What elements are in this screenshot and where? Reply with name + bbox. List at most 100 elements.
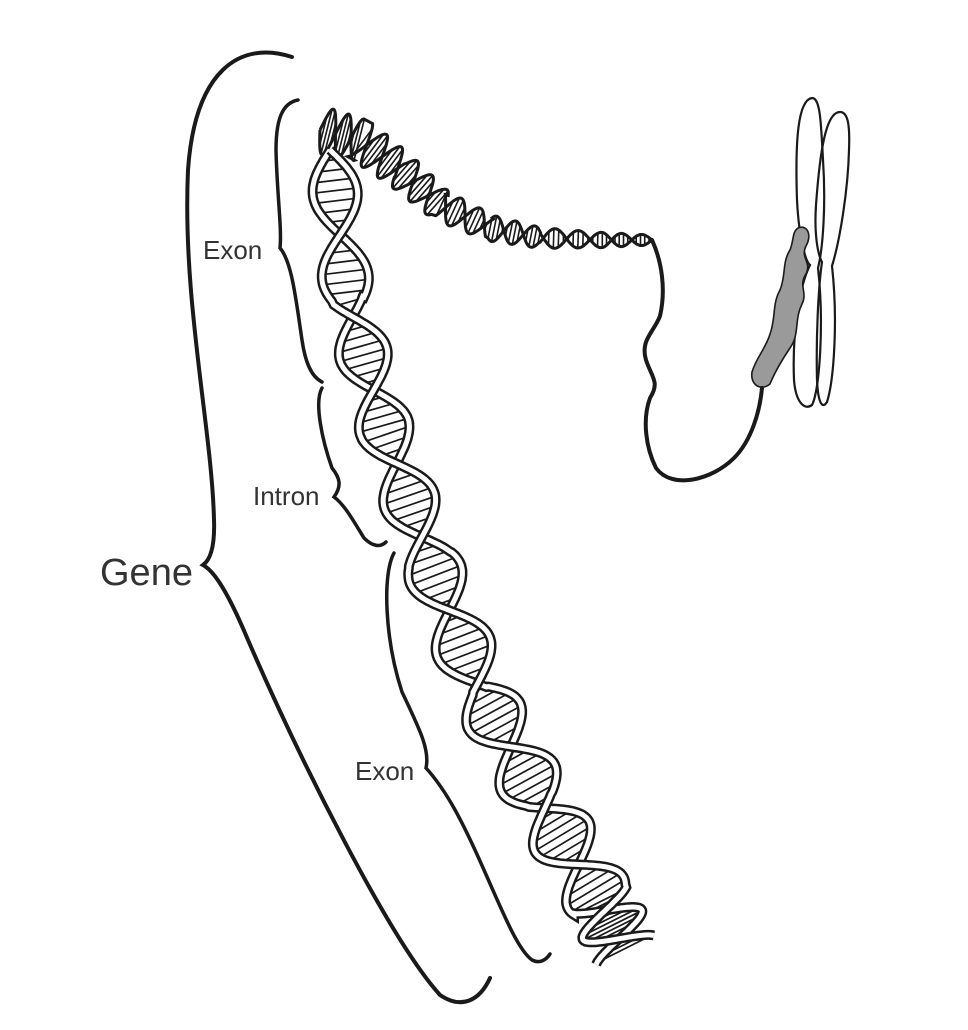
base-pair-rung-upper xyxy=(334,118,345,152)
base-pair-rung xyxy=(498,757,551,787)
base-pair-rung-upper xyxy=(323,111,336,154)
base-pair-rung-upper xyxy=(376,146,401,177)
base-pair-rung-upper xyxy=(450,199,465,227)
base-pair-rung-upper xyxy=(528,225,534,247)
base-pair-rung-upper xyxy=(410,178,419,188)
base-pair-rung-upper xyxy=(424,191,431,198)
base-pair-rung-upper xyxy=(478,219,485,230)
base-pair-rung xyxy=(566,872,622,907)
base-pair-rung-upper xyxy=(487,217,493,239)
base-pair-rung-upper xyxy=(464,215,467,219)
base-pair-rung-upper xyxy=(444,201,454,218)
base-pair-rung-upper xyxy=(381,155,384,158)
base-pair-rung-upper xyxy=(363,135,389,168)
base-pair-rung-upper xyxy=(392,161,411,182)
base-pair-rung xyxy=(312,187,358,195)
base-pair-rung-upper xyxy=(500,227,504,234)
base-pair-rung-upper xyxy=(346,129,352,145)
base-pair-rung-upper xyxy=(362,140,369,148)
base-pair-rung-upper xyxy=(521,233,524,236)
base-pair-rung-upper xyxy=(362,138,376,155)
base-pair-rung-upper xyxy=(377,149,393,169)
base-pair-rung-upper xyxy=(329,122,337,145)
base-pair-rung-upper xyxy=(495,219,501,240)
base-pair-rung-upper xyxy=(511,221,518,245)
base-pair-rung xyxy=(340,331,377,344)
base-pair-rung xyxy=(314,197,358,205)
base-pair-rung xyxy=(322,278,369,286)
base-pair-rung xyxy=(548,835,591,862)
base-pair-rung xyxy=(436,634,490,657)
base-pair-rung-upper xyxy=(336,113,350,158)
coiled-chromatin xyxy=(750,226,810,388)
base-pair-rung-upper xyxy=(340,118,352,155)
base-pair-rung xyxy=(565,867,614,898)
base-pair-rung xyxy=(466,697,518,727)
base-pair-rung-upper xyxy=(353,118,366,161)
base-pair-rung xyxy=(383,478,426,496)
base-pair-rung-upper xyxy=(426,190,449,216)
base-pair-rung-upper xyxy=(318,116,328,146)
base-pair-rung-upper xyxy=(532,226,538,248)
exon-top-label: Exon xyxy=(203,235,263,265)
base-pair-rung-upper xyxy=(467,207,481,234)
base-pair-rung-upper xyxy=(490,216,498,242)
base-pair-rung xyxy=(470,704,522,734)
chromosome-chromatid-left xyxy=(792,96,826,408)
gene-brace xyxy=(185,50,492,1005)
base-pair-rung xyxy=(363,425,410,443)
base-pair-rung-upper xyxy=(388,158,402,175)
base-pair-rung-upper xyxy=(370,143,388,165)
base-pair-rung xyxy=(370,435,409,451)
base-pair-rung xyxy=(321,268,368,276)
base-pair-rung-upper xyxy=(352,128,373,155)
base-pair-rung xyxy=(501,763,556,795)
base-pair-rung-upper xyxy=(537,231,541,244)
base-pair-rung-upper xyxy=(557,230,560,248)
base-pair-rung xyxy=(338,338,384,354)
base-pair-rung-upper xyxy=(408,174,428,197)
base-pair-rung xyxy=(499,752,542,776)
base-pair-rung-upper xyxy=(320,109,333,154)
base-pair-rung-upper xyxy=(397,164,420,190)
base-pair-rung-upper xyxy=(425,191,437,204)
base-pair-rung-upper xyxy=(409,175,434,203)
base-pair-rung-upper xyxy=(524,229,529,242)
gene-label: Gene xyxy=(100,552,193,594)
base-pair-rung xyxy=(570,879,626,914)
base-pair-rung-upper xyxy=(396,166,401,172)
base-pair-rung-upper xyxy=(507,221,514,243)
base-pair-rung xyxy=(344,356,388,371)
base-pair-rung-upper xyxy=(464,209,475,228)
base-pair-rung xyxy=(465,692,510,718)
base-pair-rung xyxy=(435,626,484,647)
chromosome-chromatid-right xyxy=(814,110,851,407)
base-pair-rung xyxy=(415,574,463,594)
base-pair-rung-upper xyxy=(483,222,489,230)
base-pair-rung-upper xyxy=(577,230,580,249)
base-pair-rung xyxy=(539,825,592,858)
base-pair-rung xyxy=(582,906,640,937)
exon-bottom-label: Exon xyxy=(355,756,415,786)
exon-top-brace xyxy=(274,98,324,384)
intron-label: Intron xyxy=(253,481,320,511)
base-pair-rung-upper xyxy=(415,181,434,202)
base-pair-rung xyxy=(409,549,450,566)
base-pair-rung-upper xyxy=(446,197,461,225)
base-pair-rung-upper xyxy=(516,225,521,242)
base-pair-rung-upper xyxy=(350,121,362,157)
base-pair-rung-upper xyxy=(350,131,356,145)
base-pair-rung xyxy=(407,556,457,577)
base-pair-rung xyxy=(532,813,582,844)
base-pair-rung xyxy=(386,495,436,514)
base-pair-rung-upper xyxy=(360,133,385,165)
base-pair-rung xyxy=(477,714,523,740)
dna-thin-strand xyxy=(642,238,764,483)
base-pair-rung xyxy=(392,505,436,522)
exon-bottom-brace xyxy=(385,551,552,964)
base-pair-rung-upper xyxy=(334,130,338,138)
base-pair-rung xyxy=(358,409,404,424)
base-pair-rung xyxy=(533,818,589,852)
base-pair-rung-upper xyxy=(444,206,447,209)
